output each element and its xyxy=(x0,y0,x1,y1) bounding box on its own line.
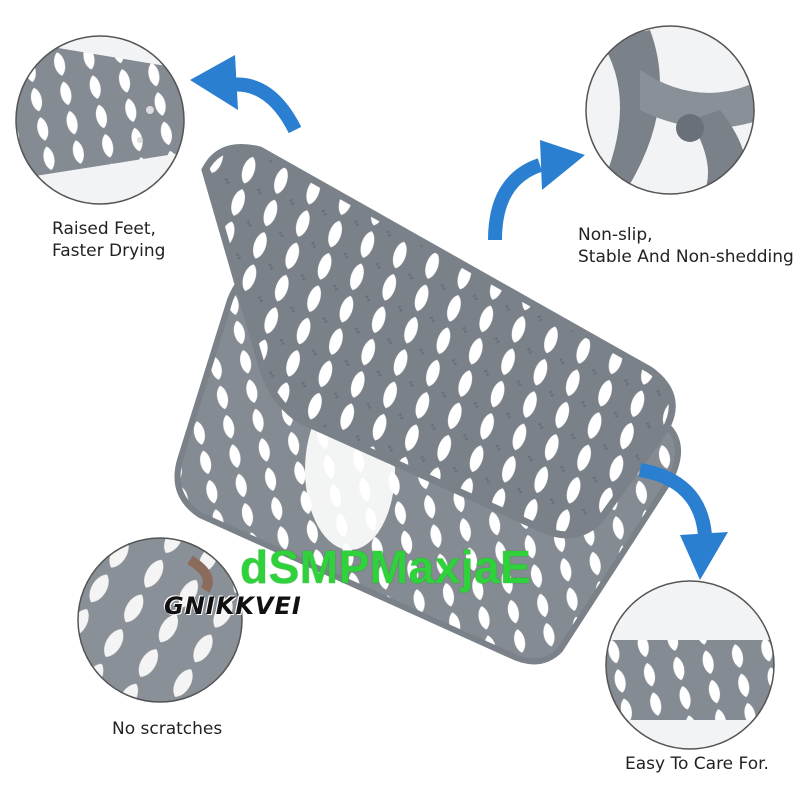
detail-circle-easy-care xyxy=(605,580,775,750)
caption-line: Non-slip, xyxy=(578,225,653,245)
caption-line: Stable And Non-shedding xyxy=(578,247,794,267)
caption-non-slip: Non-slip, Stable And Non-shedding xyxy=(578,224,794,268)
curved-arrow-icon xyxy=(638,463,728,580)
caption-no-scratches: No scratches xyxy=(112,718,222,740)
detail-circle-non-slip xyxy=(585,25,755,195)
caption-easy-care: Easy To Care For. xyxy=(625,753,769,775)
caption-line: No scratches xyxy=(112,719,223,739)
detail-circle-raised-feet xyxy=(15,35,185,205)
caption-line: Easy To Care For. xyxy=(625,754,769,774)
caption-line: Raised Feet, xyxy=(52,219,156,239)
watermark-text: dSMPMaxjaE xyxy=(240,541,532,593)
caption-line: Faster Drying xyxy=(52,241,166,261)
brand-logo: GNIKKVEI xyxy=(164,592,302,620)
curved-arrow-icon xyxy=(190,55,302,134)
caption-raised-feet: Raised Feet, Faster Drying xyxy=(52,218,165,262)
detail-circle-no-scratches xyxy=(77,537,243,703)
curved-arrow-icon xyxy=(488,140,585,241)
front-mat xyxy=(201,144,676,539)
